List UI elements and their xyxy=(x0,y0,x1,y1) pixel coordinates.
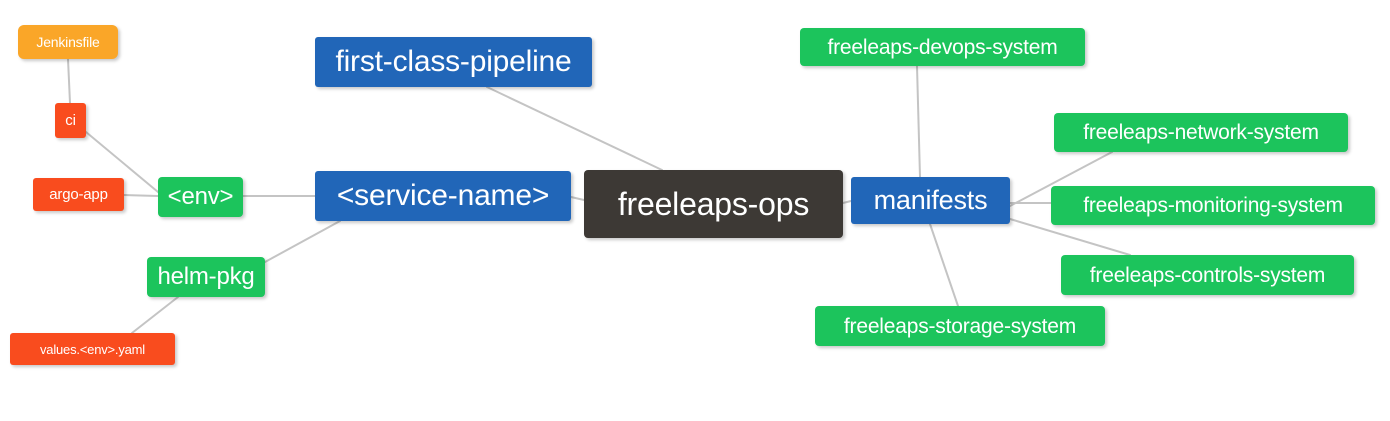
node-label-devops: freeleaps-devops-system xyxy=(827,35,1058,59)
edge-argo-app-to-env xyxy=(123,194,159,197)
node-label-jenkinsfile: Jenkinsfile xyxy=(36,34,100,50)
node-label-env: <env> xyxy=(167,183,234,210)
node-jenkinsfile[interactable]: Jenkinsfile xyxy=(18,25,118,59)
edge-helm-pkg-to-service-name xyxy=(264,220,341,263)
node-manifests[interactable]: manifests xyxy=(851,177,1010,224)
edge-jenkinsfile-to-ci xyxy=(67,58,71,104)
node-ci[interactable]: ci xyxy=(55,103,86,138)
node-label-controls: freeleaps-controls-system xyxy=(1089,263,1326,287)
node-env[interactable]: <env> xyxy=(158,177,243,217)
node-label-helm-pkg: helm-pkg xyxy=(157,263,255,290)
node-label-pipeline: first-class-pipeline xyxy=(335,45,572,78)
node-storage[interactable]: freeleaps-storage-system xyxy=(815,306,1105,346)
edge-service-name-to-root xyxy=(570,196,585,201)
node-helm-pkg[interactable]: helm-pkg xyxy=(147,257,265,297)
node-argo-app[interactable]: argo-app xyxy=(33,178,124,211)
edge-manifests-to-devops xyxy=(916,65,921,178)
node-network[interactable]: freeleaps-network-system xyxy=(1054,113,1348,152)
node-label-root: freeleaps-ops xyxy=(617,186,810,222)
node-label-argo-app: argo-app xyxy=(49,186,108,203)
node-label-storage: freeleaps-storage-system xyxy=(843,314,1077,338)
node-label-network: freeleaps-network-system xyxy=(1083,121,1319,144)
node-pipeline[interactable]: first-class-pipeline xyxy=(315,37,592,87)
node-values-yaml[interactable]: values.<env>.yaml xyxy=(10,333,175,365)
node-label-manifests: manifests xyxy=(873,185,988,215)
node-service-name[interactable]: <service-name> xyxy=(315,171,571,221)
node-controls[interactable]: freeleaps-controls-system xyxy=(1061,255,1354,295)
node-label-ci: ci xyxy=(65,112,76,129)
node-label-service-name: <service-name> xyxy=(336,179,550,212)
node-label-values-yaml: values.<env>.yaml xyxy=(40,341,145,357)
node-label-monitoring: freeleaps-monitoring-system xyxy=(1083,194,1343,217)
node-devops[interactable]: freeleaps-devops-system xyxy=(800,28,1085,66)
edge-manifests-to-storage xyxy=(929,223,959,307)
edge-pipeline-to-root xyxy=(486,86,663,171)
node-root[interactable]: freeleaps-ops xyxy=(584,170,843,238)
edge-values-yaml-to-helm-pkg xyxy=(131,296,179,334)
edge-root-to-manifests xyxy=(842,200,852,204)
node-monitoring[interactable]: freeleaps-monitoring-system xyxy=(1051,186,1375,225)
